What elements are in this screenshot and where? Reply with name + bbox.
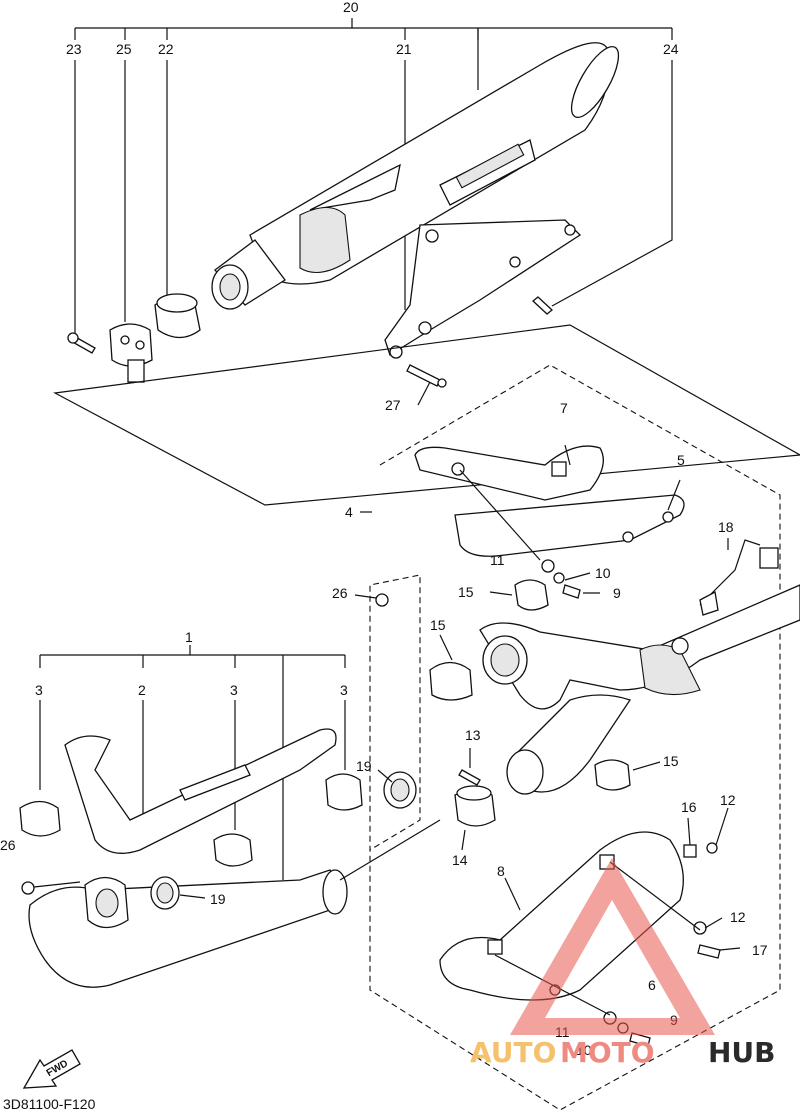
subassembly-frame bbox=[360, 364, 781, 1111]
label-2: 2 bbox=[138, 682, 146, 698]
label-3-c: 3 bbox=[340, 682, 348, 698]
clamps bbox=[429, 579, 661, 791]
watermark-moto: MOTO bbox=[560, 1036, 655, 1069]
label-10-bottom: 10 bbox=[576, 1042, 592, 1058]
upper-heat-shields bbox=[414, 444, 685, 557]
label-9-top: 9 bbox=[613, 585, 621, 601]
watermark: AUTO MOTO HUB bbox=[470, 858, 776, 1069]
label-12-bottom: 12 bbox=[730, 909, 746, 925]
label-27: 27 bbox=[385, 397, 401, 413]
part-labels: 20 23 25 22 21 24 27 7 5 4 18 11 10 9 26… bbox=[0, 0, 768, 1058]
label-11-top: 11 bbox=[490, 552, 505, 568]
label-5: 5 bbox=[677, 452, 685, 468]
label-15-right: 15 bbox=[663, 753, 679, 769]
diagram-code: 3D81100-F120 bbox=[3, 1096, 96, 1112]
label-19-mid: 19 bbox=[356, 758, 372, 774]
label-15-left: 15 bbox=[430, 617, 446, 633]
watermark-hub: HUB bbox=[708, 1036, 776, 1069]
label-3-a: 3 bbox=[35, 682, 43, 698]
label-23: 23 bbox=[66, 41, 82, 57]
lower-heat-shield bbox=[439, 807, 741, 1047]
label-17: 17 bbox=[752, 942, 768, 958]
label-19-left: 19 bbox=[210, 891, 226, 907]
label-12-top: 12 bbox=[720, 792, 736, 808]
label-10-top: 10 bbox=[595, 565, 611, 581]
muffler-assembly bbox=[53, 18, 800, 506]
exhaust-collector bbox=[479, 538, 800, 795]
fwd-arrow-icon bbox=[22, 1049, 81, 1089]
label-7: 7 bbox=[560, 400, 568, 416]
label-21: 21 bbox=[396, 41, 412, 57]
label-8: 8 bbox=[497, 863, 505, 879]
label-22: 22 bbox=[158, 41, 174, 57]
upper-fasteners bbox=[459, 469, 600, 599]
gaskets-and-sleeves bbox=[354, 593, 496, 851]
label-16: 16 bbox=[681, 799, 697, 815]
label-15-top: 15 bbox=[458, 584, 474, 600]
label-6: 6 bbox=[648, 977, 656, 993]
label-13: 13 bbox=[465, 727, 481, 743]
front-pipe-assembly bbox=[19, 645, 441, 988]
label-4: 4 bbox=[345, 504, 353, 520]
watermark-auto: AUTO bbox=[470, 1036, 556, 1069]
label-1: 1 bbox=[185, 629, 193, 645]
forward-direction: FWD bbox=[22, 1049, 81, 1089]
watermark-triangle-icon bbox=[510, 858, 715, 1035]
label-25: 25 bbox=[116, 41, 132, 57]
label-26-top: 26 bbox=[332, 585, 348, 601]
label-3-b: 3 bbox=[230, 682, 238, 698]
label-24: 24 bbox=[663, 41, 679, 57]
label-18: 18 bbox=[718, 519, 734, 535]
label-20: 20 bbox=[343, 0, 359, 15]
label-14: 14 bbox=[452, 852, 468, 868]
label-26-left: 26 bbox=[0, 837, 16, 853]
